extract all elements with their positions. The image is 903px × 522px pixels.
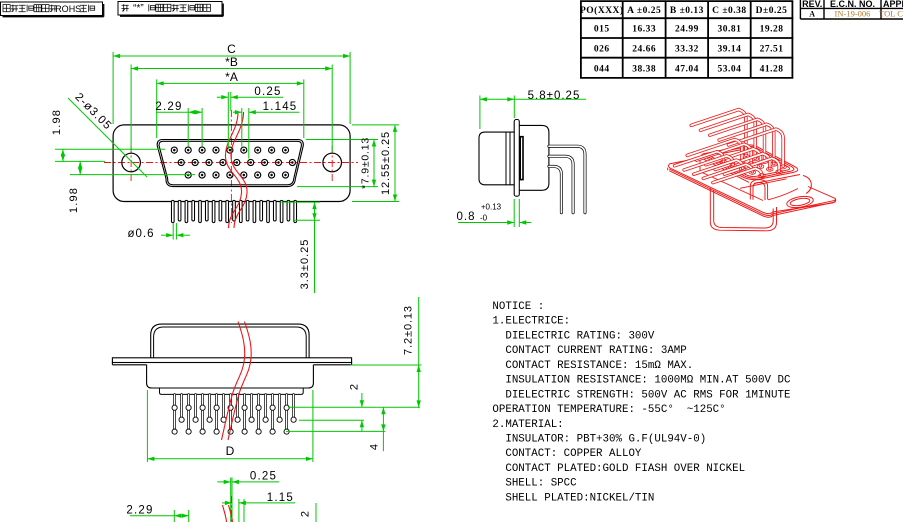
svg-text:A: A <box>809 10 815 19</box>
svg-text:DIELECTRIC RATING: 300V: DIELECTRIC RATING: 300V <box>492 330 655 342</box>
svg-text:D: D <box>226 444 235 458</box>
svg-text:4: 4 <box>369 444 381 450</box>
svg-text:30.81: 30.81 <box>717 25 741 35</box>
svg-text:CONTACT: COPPER ALLOY: CONTACT: COPPER ALLOY <box>492 448 642 460</box>
svg-text:ø0.6: ø0.6 <box>127 228 154 240</box>
svg-text:A ±0.25: A ±0.25 <box>627 6 661 16</box>
svg-text:27.51: 27.51 <box>760 44 784 54</box>
svg-text:B ±0.13: B ±0.13 <box>670 6 704 16</box>
svg-text:E.C.N. NO.: E.C.N. NO. <box>830 0 875 9</box>
svg-text:2.29: 2.29 <box>155 101 182 113</box>
svg-text:1.15: 1.15 <box>267 492 294 504</box>
svg-text:0.25: 0.25 <box>250 471 277 483</box>
svg-text:1.ELECTRICE:: 1.ELECTRICE: <box>492 316 570 328</box>
svg-text:*A: *A <box>225 70 238 84</box>
svg-text:ROHS: ROHS <box>55 4 81 14</box>
svg-text:NOTICE :: NOTICE : <box>492 301 544 313</box>
svg-text:2.29: 2.29 <box>126 505 153 517</box>
svg-text:CONTACT CURRENT RATING: 3AMP: CONTACT CURRENT RATING: 3AMP <box>492 345 686 357</box>
svg-text:-0: -0 <box>480 214 488 223</box>
svg-text:39.14: 39.14 <box>717 44 741 54</box>
svg-text:2: 2 <box>300 511 312 517</box>
svg-text:1.98: 1.98 <box>51 109 63 135</box>
svg-text:1.145: 1.145 <box>263 101 298 113</box>
svg-text:12.55±0.25: 12.55±0.25 <box>380 131 392 195</box>
svg-text:PO(XXX): PO(XXX) <box>580 5 624 16</box>
svg-text:0.25: 0.25 <box>254 86 281 98</box>
svg-text:D±0.25: D±0.25 <box>756 6 788 16</box>
svg-text:CONTACT RESISTANCE: 15mΩ MAX.: CONTACT RESISTANCE: 15mΩ MAX. <box>492 360 693 372</box>
svg-text:47.04: 47.04 <box>675 64 699 74</box>
svg-text:CONTACT PLATED:GOLD FIASH OVER: CONTACT PLATED:GOLD FIASH OVER NICKEL <box>492 463 745 475</box>
svg-text:2: 2 <box>349 384 361 390</box>
svg-text:24.66: 24.66 <box>632 44 656 54</box>
svg-text:IN-19-006: IN-19-006 <box>835 9 871 19</box>
svg-text:24.99: 24.99 <box>675 25 699 35</box>
svg-text:19.28: 19.28 <box>760 25 784 35</box>
svg-text:REV.: REV. <box>802 0 822 9</box>
svg-text:5.8±0.25: 5.8±0.25 <box>528 90 581 102</box>
svg-text:0.8: 0.8 <box>457 211 476 223</box>
svg-text:2.MATERIAL:: 2.MATERIAL: <box>492 419 563 431</box>
svg-text:C: C <box>227 42 236 56</box>
svg-text:TOL C: TOL C <box>879 9 903 19</box>
svg-text:INSULATOR: PBT+30% G.F(UL94V-0: INSULATOR: PBT+30% G.F(UL94V-0) <box>492 434 706 446</box>
svg-text:53.04: 53.04 <box>717 64 741 74</box>
svg-text:33.32: 33.32 <box>675 44 699 54</box>
svg-text:026: 026 <box>594 44 610 54</box>
svg-text:INSULATION RESISTANCE: 1000MΩ: INSULATION RESISTANCE: 1000MΩ MIN.AT 500… <box>492 375 791 387</box>
svg-text:“*”: “*” <box>133 3 144 14</box>
svg-text:*7.9±0.13: *7.9±0.13 <box>359 137 371 189</box>
svg-text:C ±0.38: C ±0.38 <box>712 6 747 16</box>
svg-text:7.2±0.13: 7.2±0.13 <box>403 305 415 355</box>
svg-text:+0.13: +0.13 <box>481 203 502 212</box>
svg-text:SHELL PLATED:NICKEL/TIN: SHELL PLATED:NICKEL/TIN <box>492 492 654 504</box>
svg-text:3.3±0.25: 3.3±0.25 <box>299 239 311 290</box>
svg-text:APPD: APPD <box>883 0 903 9</box>
svg-text:16.33: 16.33 <box>632 25 656 35</box>
svg-text:*B: *B <box>225 55 238 69</box>
svg-text:SHELL: SPCC: SHELL: SPCC <box>492 478 577 490</box>
svg-text:1.98: 1.98 <box>68 187 80 213</box>
svg-text:38.38: 38.38 <box>632 64 656 74</box>
svg-text:015: 015 <box>594 25 610 35</box>
svg-text:044: 044 <box>594 64 610 74</box>
svg-text:41.28: 41.28 <box>760 64 784 74</box>
svg-text:DIELECTRIC STRENGTH: 500V AC R: DIELECTRIC STRENGTH: 500V AC RMS FOR 1MI… <box>492 389 790 401</box>
svg-text:OPERATION TEMPERATURE: -55C°: OPERATION TEMPERATURE: -55C° ~125C° <box>492 404 725 416</box>
